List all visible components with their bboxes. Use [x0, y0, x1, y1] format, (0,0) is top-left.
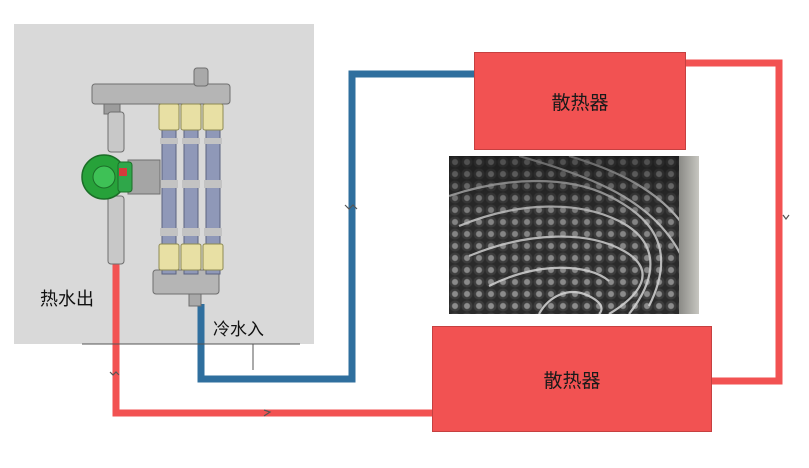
circulation-pump-icon [82, 155, 132, 199]
radiator-top: 散热器 [474, 52, 686, 150]
valve-column [181, 104, 201, 274]
valve-column [159, 104, 179, 274]
flow-mark [783, 215, 789, 219]
radiator-bottom: 散热器 [432, 326, 712, 432]
radiator-top-label: 散热器 [551, 88, 608, 115]
floor-heating-photo [449, 156, 699, 314]
radiator-bottom-label: 散热器 [543, 366, 600, 393]
hot-water-out-label: 热水出 [40, 285, 94, 311]
valve-column [203, 104, 223, 274]
cold-water-in-label: 冷水入 [213, 315, 264, 340]
